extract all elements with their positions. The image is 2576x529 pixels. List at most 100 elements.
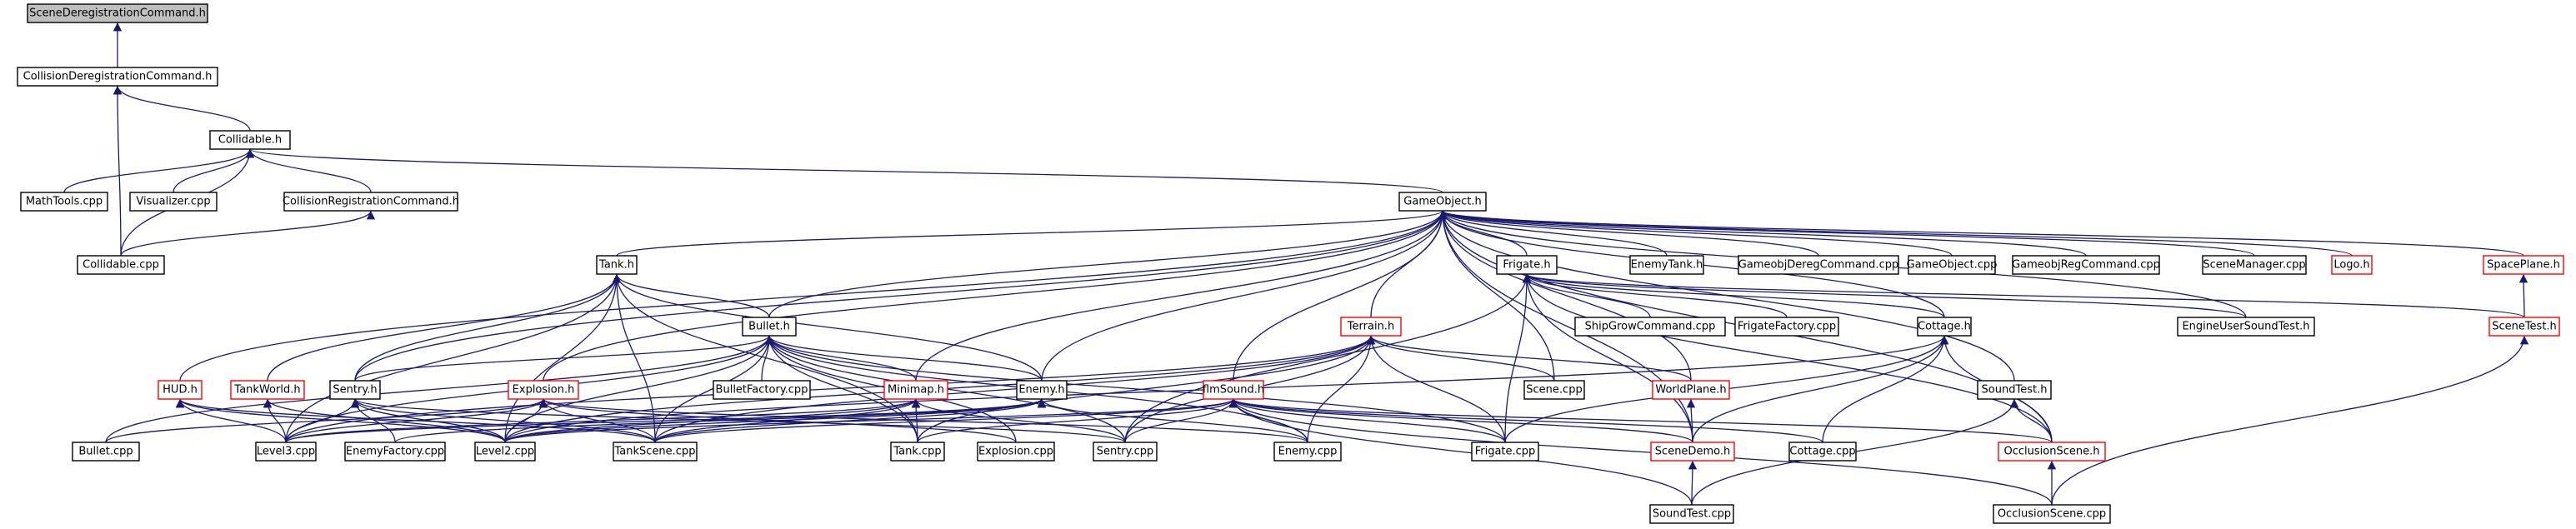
file-node-explosion-h[interactable]: Explosion.h xyxy=(508,380,579,400)
file-node-soundtest-cpp[interactable]: SoundTest.cpp xyxy=(1649,504,1734,524)
file-node-enemy-h[interactable]: Enemy.h xyxy=(1016,380,1068,400)
include-edge-scenedemo-h-to-worldplane-h xyxy=(1686,398,1696,443)
file-node-spaceplane-h[interactable]: SpacePlane.h xyxy=(2483,255,2564,275)
file-node-flmsound-h[interactable]: flmSound.h xyxy=(1203,380,1264,400)
file-node-scenetest-h[interactable]: SceneTest.h xyxy=(2488,317,2560,337)
include-edge-enemy-h-to-gameobject-h xyxy=(1041,210,1448,382)
include-edge-cottage-cpp-to-cottage-h xyxy=(1822,335,1949,443)
file-node-terrain-h[interactable]: Terrain.h xyxy=(1340,317,1402,337)
file-node-sentry-h[interactable]: Sentry.h xyxy=(329,380,381,400)
file-node-tankscene-cpp[interactable]: TankScene.cpp xyxy=(613,442,698,462)
node-label: EnemyFactory.cpp xyxy=(346,446,444,458)
node-box xyxy=(1649,504,1734,524)
node-label: Bullet.h xyxy=(748,321,790,333)
node-label: Terrain.h xyxy=(1347,321,1394,333)
file-node-collreg-h[interactable]: CollisionRegistrationCommand.h xyxy=(283,192,459,212)
file-node-tank-h[interactable]: Tank.h xyxy=(596,255,638,275)
include-edge-collidable-cpp-to-colldereg-h xyxy=(113,85,123,257)
include-edge-scenedemo-h-to-frigate-h xyxy=(1522,273,1693,443)
file-node-gameobject-h[interactable]: GameObject.h xyxy=(1398,192,1487,212)
node-box xyxy=(344,442,446,462)
file-node-mathtools-cpp[interactable]: MathTools.cpp xyxy=(20,192,108,212)
file-node-logo-h[interactable]: Logo.h xyxy=(2331,255,2373,275)
node-label: Cottage.cpp xyxy=(1789,446,1855,458)
file-node-enemy-cpp[interactable]: Enemy.cpp xyxy=(1273,442,1342,462)
file-node-occlusionscene-cpp[interactable]: OcclusionScene.cpp xyxy=(1993,504,2111,524)
node-label: EngineUserSoundTest.h xyxy=(2182,321,2309,333)
file-node-bullet-cpp[interactable]: Bullet.cpp xyxy=(72,442,140,462)
file-node-level3-cpp[interactable]: Level3.cpp xyxy=(255,442,317,462)
include-edge-bullet-cpp-to-bullet-h xyxy=(105,335,774,443)
node-label: HUD.h xyxy=(163,384,198,397)
file-node-scene-cpp[interactable]: Scene.cpp xyxy=(1523,380,1585,400)
node-label: GameObject.cpp xyxy=(1907,259,1998,272)
file-node-level2-cpp[interactable]: Level2.cpp xyxy=(474,442,536,462)
include-edge-bullet-cpp-to-explosion-h xyxy=(105,398,548,443)
node-box xyxy=(1993,504,2111,524)
file-node-scenederegcmd-h[interactable]: SceneDeregistrationCommand.h xyxy=(27,3,208,23)
node-label: BulletFactory.cpp xyxy=(716,384,808,397)
file-node-scenemanager-cpp[interactable]: SceneManager.cpp xyxy=(2202,255,2307,275)
file-node-gameobjderegcmd-cpp[interactable]: GameobjDeregCommand.cpp xyxy=(1738,255,1899,275)
file-node-tank-cpp[interactable]: Tank.cpp xyxy=(890,442,945,462)
include-edge-tank-h-to-gameobject-h xyxy=(616,210,1447,257)
node-label: GameobjRegCommand.cpp xyxy=(2012,259,2160,272)
node-label: Frigate.cpp xyxy=(1475,446,1536,458)
file-node-frigate-cpp[interactable]: Frigate.cpp xyxy=(1471,442,1539,462)
file-node-gameobjregcmd-cpp[interactable]: GameobjRegCommand.cpp xyxy=(2012,255,2160,275)
file-node-worldplane-h[interactable]: WorldPlane.h xyxy=(1652,380,1730,400)
file-node-engineusersoundtest-h[interactable]: EngineUserSoundTest.h xyxy=(2177,317,2315,337)
file-node-enemytank-h[interactable]: EnemyTank.h xyxy=(1629,255,1704,275)
include-edge-worldplane-h-to-gameobject-h xyxy=(1438,210,1692,382)
include-edge-enemy-cpp-to-terrain-h xyxy=(1307,335,1376,443)
include-edge-flmsound-h-to-gameobject-h xyxy=(1233,210,1448,382)
node-label: CollisionDeregistrationCommand.h xyxy=(23,71,213,83)
include-edge-minimap-h-to-bullet-h xyxy=(764,335,917,382)
file-node-visualizer-cpp[interactable]: Visualizer.cpp xyxy=(129,192,218,212)
file-node-shipgrowcmd-cpp[interactable]: ShipGrowCommand.cpp xyxy=(1574,317,1726,337)
include-edge-gameobject-cpp-to-gameobject-h xyxy=(1438,210,1953,257)
file-node-frigate-h[interactable]: Frigate.h xyxy=(1496,255,1558,275)
file-node-frigatefactory-cpp[interactable]: FrigateFactory.cpp xyxy=(1734,317,1839,337)
file-node-hud-h[interactable]: HUD.h xyxy=(158,380,203,400)
node-box xyxy=(2202,255,2307,275)
file-node-bullet-h[interactable]: Bullet.h xyxy=(742,317,797,337)
node-label: Explosion.cpp xyxy=(978,446,1053,458)
file-node-cottage-h[interactable]: Cottage.h xyxy=(1917,317,1972,337)
node-label: flmSound.h xyxy=(1203,384,1264,397)
node-box xyxy=(72,442,140,462)
node-label: OcclusionScene.cpp xyxy=(1998,508,2106,521)
node-box xyxy=(129,192,218,212)
node-box xyxy=(1016,380,1068,400)
node-box xyxy=(613,442,698,462)
file-node-gameobject-cpp[interactable]: GameObject.cpp xyxy=(1907,255,1998,275)
include-edge-level3-cpp-to-explosion-h xyxy=(285,398,548,443)
file-node-tankworld-h[interactable]: TankWorld.h xyxy=(230,380,305,400)
include-edge-minimap-h-to-gameobject-h xyxy=(915,210,1448,382)
file-node-enemyfactory-cpp[interactable]: EnemyFactory.cpp xyxy=(344,442,446,462)
file-node-collidable-cpp[interactable]: Collidable.cpp xyxy=(77,255,165,275)
include-edge-tank-cpp-to-terrain-h xyxy=(917,335,1376,443)
include-edge-gameobjregcmd-cpp-to-gameobject-h xyxy=(1438,210,2087,257)
file-node-occlusionscene-h[interactable]: OcclusionScene.h xyxy=(1998,442,2106,462)
node-box xyxy=(1650,442,1735,462)
file-node-minimap-h[interactable]: Minimap.h xyxy=(883,380,948,400)
file-node-bulletfactory-cpp[interactable]: BulletFactory.cpp xyxy=(713,380,811,400)
node-box xyxy=(474,442,536,462)
file-node-cottage-cpp[interactable]: Cottage.cpp xyxy=(1788,442,1857,462)
include-edge-frigate-cpp-to-flmsound-h xyxy=(1228,398,1506,443)
include-edge-level3-cpp-to-enemy-h xyxy=(285,398,1046,443)
file-node-sentry-cpp[interactable]: Sentry.cpp xyxy=(1093,442,1158,462)
file-node-soundtest-h[interactable]: SoundTest.h xyxy=(1977,380,2052,400)
node-box xyxy=(1203,380,1264,400)
node-label: CollisionRegistrationCommand.h xyxy=(283,196,459,208)
file-node-scenedemo-h[interactable]: SceneDemo.h xyxy=(1650,442,1735,462)
file-node-collidable-h[interactable]: Collidable.h xyxy=(209,130,291,150)
file-node-colldereg-h[interactable]: CollisionDeregistrationCommand.h xyxy=(17,67,218,87)
node-label: SceneDeregistrationCommand.h xyxy=(29,7,206,20)
include-edge-occlusionscene-cpp-to-scenetest-h xyxy=(2051,335,2529,506)
include-edge-scenetest-h-to-spaceplane-h xyxy=(2518,273,2528,318)
node-box xyxy=(1908,255,1996,275)
file-node-explosion-cpp[interactable]: Explosion.cpp xyxy=(977,442,1055,462)
node-label: SoundTest.h xyxy=(1982,384,2048,397)
